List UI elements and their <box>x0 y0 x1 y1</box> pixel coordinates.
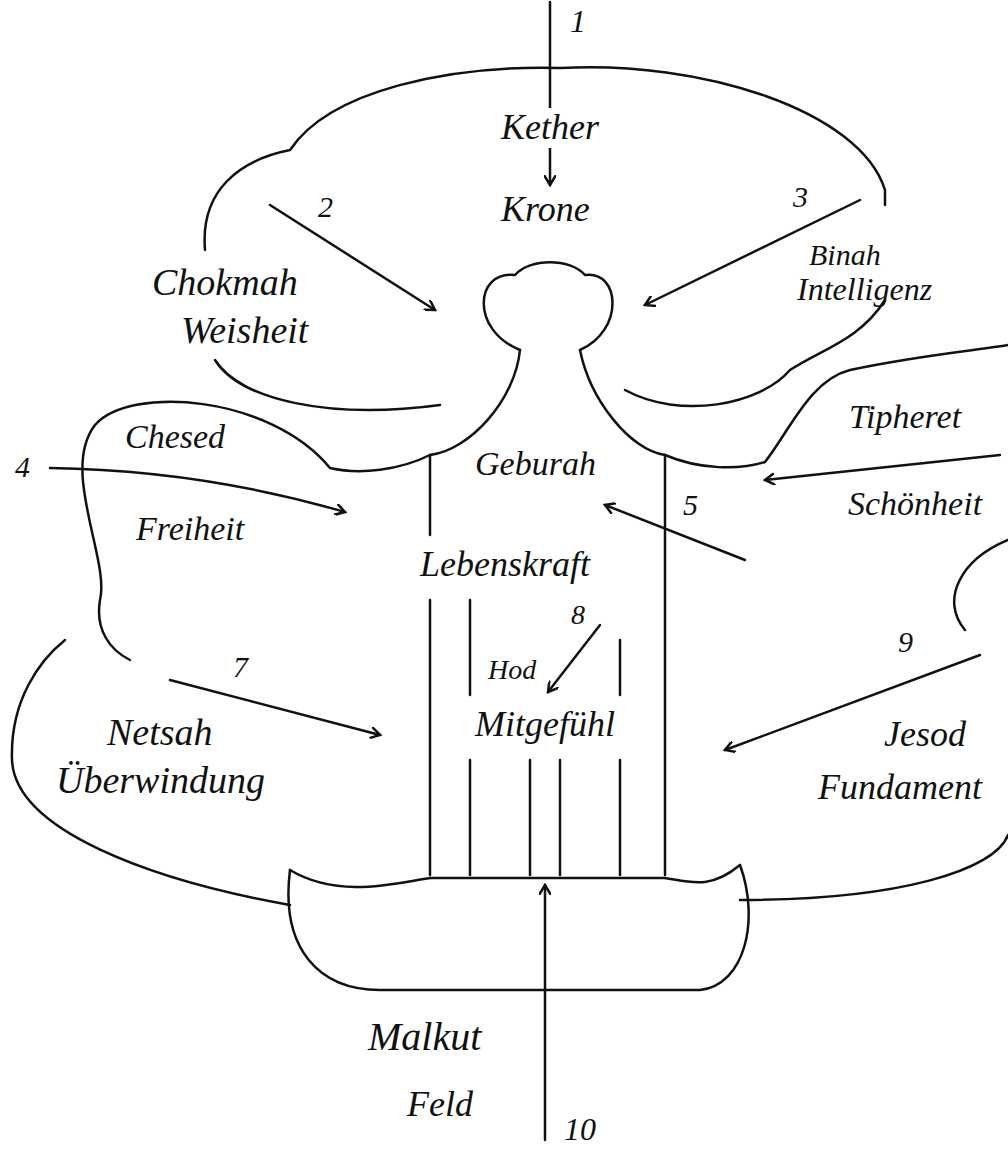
lower-left-lobe <box>12 640 290 905</box>
crown-lobe <box>625 300 885 406</box>
sephira-label: Lebenskraft <box>420 545 590 585</box>
sephira-label: Freiheit <box>136 510 244 547</box>
sephira-label: Geburah <box>475 445 596 482</box>
malkut-bowl <box>290 865 740 887</box>
sephira-label: Chesed <box>125 418 225 455</box>
figure-shoulder <box>580 350 665 455</box>
callout-number: 9 <box>898 625 913 658</box>
callout-number: 2 <box>318 190 333 223</box>
sephira-label: Intelligenz <box>797 272 932 307</box>
malkut-bowl <box>288 865 748 990</box>
callout-number: 7 <box>233 650 248 683</box>
figure-legs <box>470 600 620 875</box>
callout-number: 8 <box>571 600 585 631</box>
middle-cloud <box>82 402 430 660</box>
figure-body <box>430 455 665 875</box>
sephira-label: Chokmah <box>152 262 298 304</box>
sephira-label: Jesod <box>884 715 966 755</box>
arrow-4 <box>50 468 345 512</box>
sephira-label: Tipheret <box>849 398 961 435</box>
sephira-label: Krone <box>501 190 590 230</box>
sephira-label: Fundament <box>818 768 982 808</box>
sephira-label: Binah <box>809 238 881 271</box>
sephira-label: Mitgefühl <box>475 705 615 745</box>
right-lobe <box>954 540 1008 630</box>
figure-head <box>484 262 613 350</box>
arrow-8 <box>548 625 600 692</box>
tree-outline <box>12 67 1008 990</box>
sephira-label: Malkut <box>368 1015 481 1059</box>
sephira-label: Überwindung <box>56 760 265 802</box>
sephira-label: Hod <box>488 655 536 686</box>
lower-right-lobe <box>740 835 1008 900</box>
middle-cloud <box>665 345 1008 467</box>
callout-number: 1 <box>570 4 586 39</box>
sephira-label: Schönheit <box>848 485 982 522</box>
callout-number: 10 <box>564 1112 596 1147</box>
sephira-label: Weisheit <box>181 310 308 352</box>
arrow-tipheret <box>765 455 1000 480</box>
figure-shoulder <box>430 350 520 455</box>
callout-number: 5 <box>683 488 698 521</box>
sephira-label: Kether <box>497 108 603 148</box>
crown-cloud <box>205 67 885 250</box>
callout-number: 4 <box>15 450 30 483</box>
crown-lobe <box>215 360 440 410</box>
arrow-5 <box>605 505 745 560</box>
sephira-label: Feld <box>407 1085 473 1125</box>
arrow-10 <box>544 885 547 1140</box>
callout-number: 3 <box>793 180 808 213</box>
influence-arrows <box>50 2 1000 1140</box>
arrow-1 <box>549 2 552 185</box>
figure-base <box>430 877 665 880</box>
sephira-label: Netsah <box>107 712 213 754</box>
